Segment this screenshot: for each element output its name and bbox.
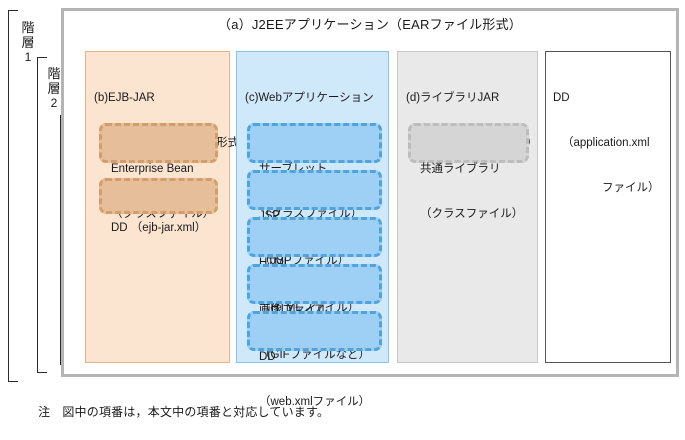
web-item-dd-line2: （web.xmlファイル） [259, 396, 371, 408]
figure-note-text: 図中の項番は，本文中の項番と対応しています。 [62, 405, 330, 419]
deployment-descriptor-line3: ファイル） [602, 182, 660, 194]
ejb-item-enterprise-bean-line1: Enterprise Bean [111, 163, 194, 175]
web-item-image-file-line2: （GIFファイルなど） [259, 349, 371, 361]
ejb-jar-box: (b)EJB-JAR （EJB-JARファイル形式） Enterprise Be… [85, 51, 251, 363]
tier-2-bracket [37, 57, 47, 373]
figure-note: 注図中の項番は，本文中の項番と対応しています。 [24, 388, 329, 436]
deployment-descriptor-box: DD （application.xml ファイル） [545, 51, 671, 363]
tier-1-bracket [8, 10, 18, 382]
ejb-jar-header-line1: (b)EJB-JAR [94, 92, 155, 104]
web-item-image-file: 画像ファイル （GIFファイルなど） [247, 264, 382, 361]
web-item-jsp: JSP （JSPファイル） [247, 170, 382, 267]
library-jar-box: (d)ライブラリJAR （JARファイル形式） 共通ライブラリ （クラスファイル… [397, 51, 538, 363]
tier-1-label-number: 1 [24, 50, 32, 64]
tier-2-label-text: 階層 [47, 66, 61, 96]
web-application-box: (c)Webアプリケーション （WARファイル形式） サーブレット （クラスファ… [236, 51, 389, 408]
tier-1-label: 階層 1 [20, 20, 36, 65]
figure-note-label: 注 [38, 405, 51, 419]
ejb-item-enterprise-bean: Enterprise Bean （クラスファイル） [99, 123, 218, 220]
tier-2-label: 階層 2 [46, 66, 62, 111]
ejb-item-dd: DD （ejb-jar.xml） [99, 178, 218, 234]
web-item-servlet: サーブレット （クラスファイル） [247, 123, 382, 220]
library-item-common-library-line1: 共通ライブラリ [420, 163, 501, 175]
library-item-common-library-line2: （クラスファイル） [420, 208, 524, 220]
library-jar-header-line1: (d)ライブラリJAR [406, 92, 500, 104]
deployment-descriptor-line2: （application.xml [562, 137, 650, 149]
web-application-header-line1: (c)Webアプリケーション [245, 92, 374, 104]
diagram-canvas: 階層 1 階層 2 階層 3 （a）J2EEアプリケーション（EARファイル形式… [8, 8, 679, 419]
ejb-item-dd-line1: DD （ejb-jar.xml） [111, 222, 207, 234]
web-item-dd-line1: DD [259, 351, 276, 363]
tier-2-label-number: 2 [50, 96, 58, 110]
deployment-descriptor-text: DD （application.xml ファイル） [546, 52, 670, 226]
web-item-dd: DD （web.xmlファイル） [247, 311, 382, 408]
tier-1-label-text: 階層 [21, 20, 35, 50]
j2ee-application-title: （a）J2EEアプリケーション（EARファイル形式） [218, 17, 522, 32]
library-item-common-library: 共通ライブラリ （クラスファイル） [408, 123, 529, 220]
web-item-html: HTML （HTMLファイル） [247, 217, 382, 314]
deployment-descriptor-line1: DD [553, 92, 570, 104]
